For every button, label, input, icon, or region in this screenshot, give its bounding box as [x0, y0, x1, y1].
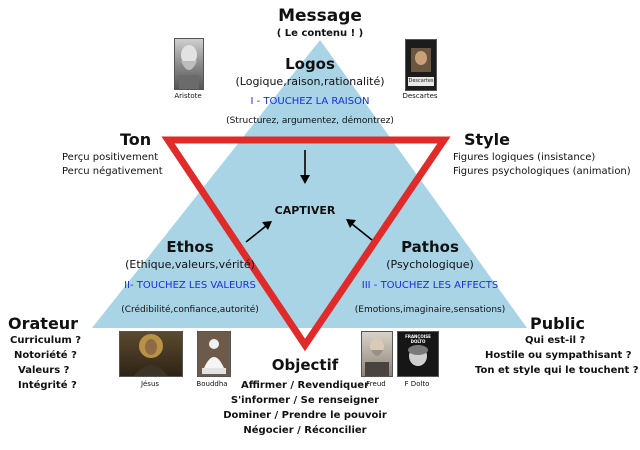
jesus-portrait	[119, 331, 183, 377]
ton-title: Ton	[120, 130, 152, 149]
logos-subtitle: (Logique,raison,rationalité)	[235, 75, 385, 88]
pathos-action: III - TOUCHEZ LES AFFECTS	[361, 280, 499, 291]
jesus-caption: Jésus	[140, 380, 160, 388]
arrow-up-left-icon	[346, 219, 373, 241]
public-line-1: Qui est-il ?	[525, 335, 586, 346]
descartes-book: Descartes	[405, 39, 437, 91]
descartes-caption: Descartes	[402, 92, 438, 100]
ton-line-2: Percu négativement	[62, 166, 163, 177]
style-line-1: Figures logiques (insistance)	[453, 152, 596, 163]
objectif-line-4: Négocier / Réconcilier	[243, 425, 367, 436]
style-title: Style	[464, 130, 510, 149]
aristote-portrait	[174, 38, 204, 90]
objectif-line-3: Dominer / Prendre le pouvoir	[223, 410, 387, 421]
arrow-up-right-icon	[245, 221, 272, 243]
bouddha-portrait	[197, 331, 231, 377]
red-inverted-triangle	[161, 136, 451, 352]
orateur-line-1: Curriculum ?	[10, 335, 82, 346]
aristote-caption: Aristote	[174, 92, 202, 100]
dolto-portrait: FRANÇOISE DOLTO	[397, 331, 439, 377]
orateur-title: Orateur	[8, 314, 79, 333]
logos-detail: (Structurez, argumentez, démontrez)	[226, 116, 394, 126]
orateur-line-4: Intégrité ?	[18, 380, 77, 391]
ethos-title: Ethos	[166, 238, 214, 256]
dolto-caption: F Dolto	[404, 380, 430, 388]
style-line-2: Figures psychologiques (animation)	[453, 166, 631, 177]
message-subtitle: ( Le contenu ! )	[276, 28, 364, 39]
pathos-subtitle: (Psychologique)	[386, 258, 474, 271]
public-line-3: Ton et style qui le touchent ?	[475, 365, 639, 376]
ethos-detail: (Crédibilité,confiance,autorité)	[121, 305, 259, 315]
logos-title: Logos	[285, 55, 335, 73]
orateur-line-2: Notoriété ?	[14, 350, 77, 361]
ton-line-1: Perçu positivement	[62, 152, 159, 163]
bouddha-caption: Bouddha	[196, 380, 228, 388]
orateur-line-3: Valeurs ?	[18, 365, 70, 376]
objectif-line-1: Affirmer / Revendiquer	[240, 380, 370, 391]
objectif-line-2: S'informer / Se renseigner	[230, 395, 380, 406]
ethos-action: II- TOUCHEZ LES VALEURS	[124, 280, 256, 291]
captiver-label: CAPTIVER	[274, 204, 336, 217]
freud-caption: Freud	[366, 380, 386, 388]
objectif-title: Objectif	[271, 356, 339, 374]
message-title: Message	[278, 6, 362, 26]
pathos-detail: (Emotions,imaginaire,sensations)	[354, 305, 506, 315]
public-title: Public	[530, 314, 586, 333]
arrow-down-icon	[300, 150, 310, 184]
blue-triangle	[92, 40, 527, 328]
public-line-2: Hostile ou sympathisant ?	[485, 350, 632, 361]
dolto-book-text: FRANÇOISE DOLTO	[405, 334, 431, 344]
pathos-title: Pathos	[401, 238, 459, 256]
freud-portrait	[361, 331, 393, 377]
descartes-book-text: Descartes	[408, 78, 434, 84]
ethos-subtitle: (Ethique,valeurs,vérité)	[125, 258, 255, 271]
logos-action: I - TOUCHEZ LA RAISON	[250, 96, 370, 107]
